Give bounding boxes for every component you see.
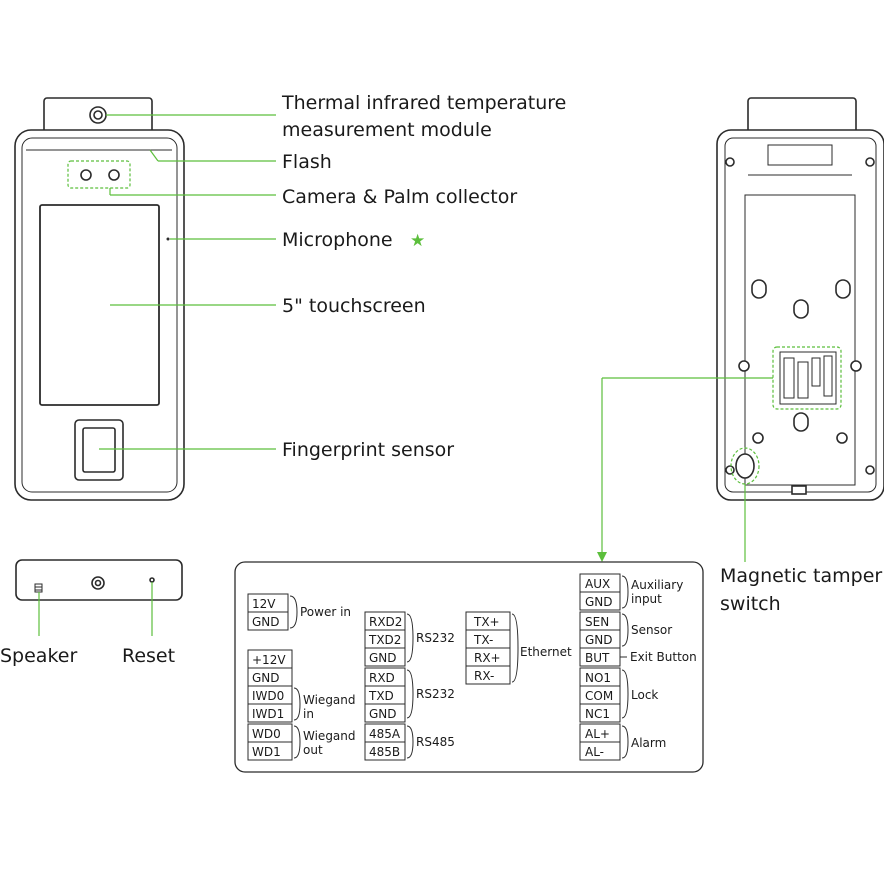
tamper-label-line2: switch [720,593,781,615]
pin-485b: 485B [369,745,400,759]
lock-group: NO1 COM NC1 Lock [579,667,658,723]
pin-plus12v: +12V [252,653,286,667]
thermal-label-line1: Thermal infrared temperature [281,92,566,114]
camera-label: Camera & Palm collector [282,186,517,208]
pin-iwd0: IWD0 [252,689,284,703]
sensor-group: SEN GND Sensor [579,611,672,649]
pin-txd: TXD [368,689,394,703]
pin-gnd: GND [369,651,397,665]
microphone-star-icon: ★ [410,231,425,251]
speaker-label: Speaker [0,645,77,667]
pin-rxd2: RXD2 [369,615,402,629]
auxiliary-group: AUX GND Auxiliary input [579,573,683,611]
ethernet-group: TX+ TX- RX+ RX- Ethernet [465,611,572,685]
pin-al-minus: AL- [585,745,604,759]
rs232-b-label: RS232 [416,687,455,701]
pin-com: COM [585,689,613,703]
wiring-panel [234,561,704,773]
tamper-switch [735,453,755,479]
wiegand-in-label2: in [303,707,314,721]
thermal-label-line2: measurement module [282,119,492,141]
arrow-down-icon [597,552,607,562]
pin-sen: SEN [585,615,609,629]
ethernet-label: Ethernet [520,645,572,659]
pin-al-plus: AL+ [585,727,610,741]
exit-button-label: Exit Button [630,650,697,664]
pin-aux: AUX [585,577,610,591]
alarm-label: Alarm [631,736,666,750]
pin-nc1: NC1 [585,707,610,721]
bottom-device [15,559,183,636]
alarm-group: AL+ AL- Alarm [579,723,666,761]
pin-gnd: GND [252,671,280,685]
reset-hole [149,577,155,583]
touchscreen-label: 5" touchscreen [282,295,426,317]
tamper-label-line1: Magnetic tamper [720,565,882,587]
auxiliary-label1: Auxiliary [631,578,683,592]
terminal-highlight [772,346,842,410]
pin-txd2: TXD2 [368,633,401,647]
rs485-group: 485A 485B RS485 [364,723,455,761]
pin-gnd: GND [252,615,280,629]
front-leaders [99,114,276,450]
reset-label: Reset [122,645,175,667]
exit-button-group: BUT Exit Button [579,647,697,667]
power-in-label: Power in [300,605,351,619]
pin-tx-minus: TX- [473,633,493,647]
pin-wd0: WD0 [252,727,281,741]
mounting-plate [744,194,856,486]
rs232-a-group: RXD2 TXD2 GND RS232 [364,611,455,667]
pin-tx-plus: TX+ [473,615,500,629]
microphone-hole [166,237,170,241]
rs485-label: RS485 [416,735,455,749]
microphone-label: Microphone [282,229,393,251]
terminal-block [779,351,837,405]
camera-left [80,169,92,181]
pin-rx-minus: RX- [474,669,494,683]
pin-gnd: GND [585,595,613,609]
back-device [716,97,884,501]
front-device [14,97,185,501]
wiegand-out-group: WD0 WD1 Wiegand out [247,723,356,761]
camera-highlight [67,160,131,189]
wiegand-out-label1: Wiegand [303,729,356,743]
pin-485a: 485A [369,727,401,741]
pin-no1: NO1 [585,671,611,685]
back-thermal-module [747,97,857,135]
rs232-b-group: RXD TXD GND RS232 [364,667,455,723]
flash-label: Flash [282,151,332,173]
pin-but: BUT [585,651,610,665]
fingerprint-label: Fingerprint sensor [282,439,454,461]
pin-iwd1: IWD1 [252,707,284,721]
wiegand-in-label1: Wiegand [303,693,356,707]
power-group: 12V GND Power in [247,593,351,631]
auxiliary-label2: input [631,592,662,606]
wiegand-in-group: +12V GND IWD0 IWD1 Wiegand in [247,649,356,723]
pin-rx-plus: RX+ [474,651,501,665]
wiegand-out-label2: out [303,743,323,757]
pin-wd1: WD1 [252,745,281,759]
rs232-a-label: RS232 [416,631,455,645]
pin-12v: 12V [252,597,276,611]
pin-rxd: RXD [369,671,395,685]
lock-label: Lock [631,688,658,702]
sensor-label: Sensor [631,623,672,637]
pin-gnd: GND [585,633,613,647]
camera-right [108,169,120,181]
pin-gnd: GND [369,707,397,721]
